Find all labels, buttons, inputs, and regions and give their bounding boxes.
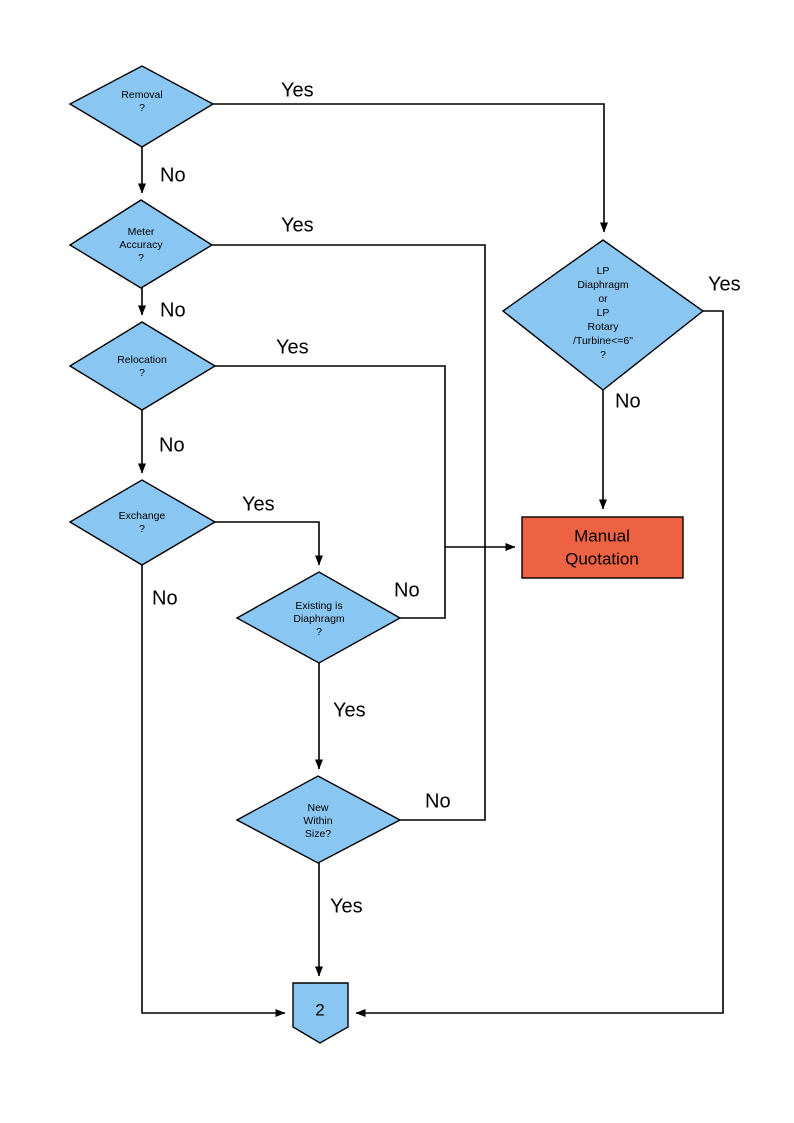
removal-label-line-1: Removal: [121, 89, 162, 101]
edge-label-exchange-no: No: [152, 587, 178, 609]
manual-quotation-label-line-2: Quotation: [565, 549, 639, 568]
node-removal[interactable]: Removal ?: [68, 65, 215, 148]
node-meter-accuracy[interactable]: Meter Accuracy ?: [68, 199, 214, 289]
existing-is-diaphragm-label-line-1: Existing is: [295, 600, 342, 612]
node-connector-two[interactable]: 2: [292, 982, 349, 1044]
new-within-size-label-line-2: Within: [303, 815, 332, 827]
connector-two-label: 2: [315, 1000, 324, 1019]
edge-label-meter-accuracy-yes: Yes: [281, 214, 314, 236]
edge-meter-accuracy-yes: [212, 244, 516, 551]
removal-label-line-2: ?: [139, 102, 145, 114]
edge-exchange-yes: [215, 521, 323, 566]
meter-accuracy-diamond[interactable]: [68, 199, 214, 289]
edge-label-lp-no: No: [615, 390, 641, 412]
edge-label-relocation-yes: Yes: [276, 336, 309, 358]
meter-accuracy-label-line-3: ?: [138, 252, 144, 264]
exchange-label-line-1: Exchange: [119, 510, 166, 522]
manual-quotation-label-line-1: Manual: [574, 526, 630, 545]
edge-relocation-yes: [215, 365, 485, 548]
new-within-size-diamond[interactable]: [235, 775, 402, 864]
edge-new-within-size-no: [400, 547, 486, 821]
edge-label-existing-diaphragm-yes: Yes: [333, 699, 366, 721]
node-manual-quotation[interactable]: Manual Quotation: [521, 516, 684, 579]
existing-is-diaphragm-label-line-2: Diaphragm: [293, 613, 345, 625]
existing-is-diaphragm-label-line-3: ?: [316, 626, 322, 638]
edge-label-exchange-yes: Yes: [242, 493, 275, 515]
node-exchange[interactable]: Exchange ?: [68, 479, 217, 566]
removal-diamond[interactable]: [68, 65, 215, 148]
edge-removal-yes: [213, 103, 608, 233]
edge-label-lp-yes: Yes: [708, 273, 741, 295]
lp-diaphragm-label-line-4: LP: [597, 307, 610, 319]
edge-label-relocation-no: No: [159, 434, 185, 456]
edge-exchange-no: [141, 565, 286, 1017]
edge-label-new-within-size-yes: Yes: [330, 895, 363, 917]
new-within-size-label-line-3: Size?: [305, 828, 331, 840]
lp-diaphragm-label-line-5: Rotary: [588, 321, 620, 333]
manual-quotation-box[interactable]: [521, 516, 684, 579]
node-relocation[interactable]: Relocation ?: [68, 321, 217, 411]
lp-diaphragm-label-line-3: or: [598, 293, 608, 305]
edge-label-removal-no: No: [160, 164, 186, 186]
lp-diaphragm-label-line-2: Diaphragm: [577, 279, 629, 291]
node-existing-is-diaphragm[interactable]: Existing is Diaphragm ?: [235, 571, 402, 664]
existing-is-diaphragm-diamond[interactable]: [235, 571, 402, 664]
edge-label-meter-accuracy-no: No: [160, 299, 186, 321]
lp-diaphragm-diamond[interactable]: [501, 239, 705, 391]
node-lp-diaphragm[interactable]: LP Diaphragm or LP Rotary /Turbine<=6" ?: [501, 239, 705, 391]
lp-diaphragm-label-line-1: LP: [597, 265, 610, 277]
relocation-diamond[interactable]: [68, 321, 217, 411]
edge-label-existing-diaphragm-no: No: [394, 579, 420, 601]
exchange-diamond[interactable]: [68, 479, 217, 566]
edge-label-removal-yes: Yes: [281, 79, 314, 101]
connector-two-shape[interactable]: [292, 982, 349, 1044]
edge-existing-diaphragm-no: [400, 547, 446, 619]
edge-label-new-within-size-no: No: [425, 790, 451, 812]
relocation-label-line-1: Relocation: [117, 354, 167, 366]
edge-lp-yes: [355, 310, 724, 1017]
lp-diaphragm-label-line-7: ?: [600, 349, 606, 361]
meter-accuracy-label-line-2: Accuracy: [119, 239, 163, 251]
exchange-label-line-2: ?: [139, 523, 145, 535]
relocation-label-line-2: ?: [139, 367, 145, 379]
node-new-within-size[interactable]: New Within Size?: [235, 775, 402, 864]
lp-diaphragm-label-line-6: /Turbine<=6": [573, 335, 633, 347]
new-within-size-label-line-1: New: [307, 802, 328, 814]
meter-accuracy-label-line-1: Meter: [128, 226, 155, 238]
